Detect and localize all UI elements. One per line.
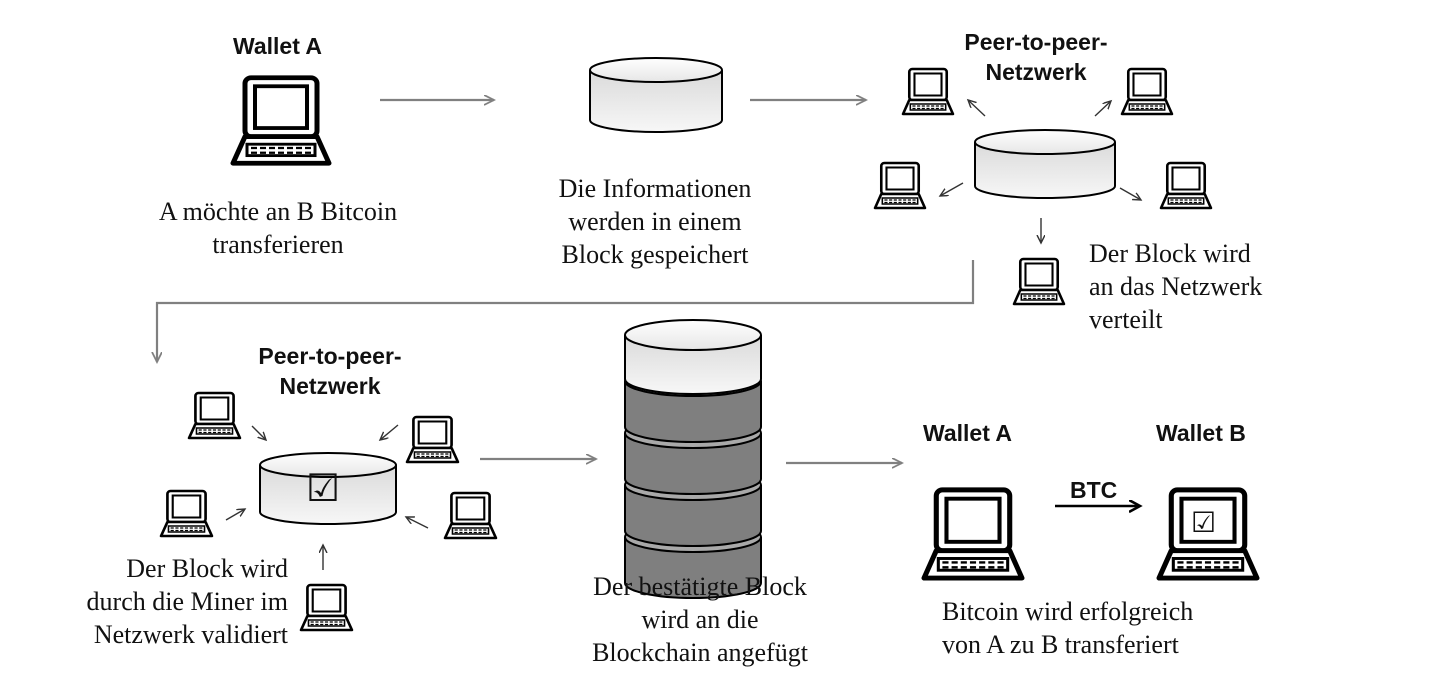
p2p-distribution-cluster: [873, 67, 1213, 306]
wallet-a-title: Wallet A: [233, 33, 323, 59]
block-disk-icon: [589, 57, 723, 133]
peer-laptop-icon: [1012, 257, 1066, 306]
step1-caption: A möchte an B Bitcoin transferieren: [158, 197, 398, 259]
peer-laptop-icon: [405, 415, 460, 464]
peer-laptop-icon: [1159, 161, 1213, 210]
step2-caption: Die Informationen werden in einem Block …: [558, 174, 752, 269]
step6-caption: Bitcoin wird erfolgreich von A zu B tran…: [942, 597, 1194, 659]
blockchain-stack-icon: [624, 319, 762, 599]
peer-laptop-icon: [299, 583, 354, 632]
step5-caption: Der bestätigte Block wird an die Blockch…: [592, 572, 808, 667]
peer-laptop-icon: [159, 489, 214, 538]
step3-caption: Der Block wird an das Netzwerk verteilt: [1089, 239, 1263, 334]
step4-caption: Der Block wird durch die Miner im Netzwe…: [86, 554, 288, 649]
peer-laptop-icon: [873, 161, 927, 210]
wallet-a-laptop-icon: [924, 490, 1022, 578]
validated-check-icon: ☑: [306, 466, 341, 510]
wallet-a-title-bottom: Wallet A: [923, 420, 1013, 446]
flow-arrow-3: [157, 260, 975, 362]
btc-transfer-label: BTC: [1070, 477, 1118, 503]
p2p-validation-cluster: [159, 391, 498, 632]
wallet-b-title: Wallet B: [1156, 420, 1246, 446]
p2p-title-top: Peer-to-peer- Netzwerk: [964, 29, 1108, 85]
peer-laptop-icon: [443, 491, 498, 540]
wallet-a-laptop-icon: [233, 78, 329, 164]
p2p-title-bottom: Peer-to-peer- Netzwerk: [258, 343, 402, 399]
wallet-b-check-icon: ☑: [1191, 506, 1217, 539]
